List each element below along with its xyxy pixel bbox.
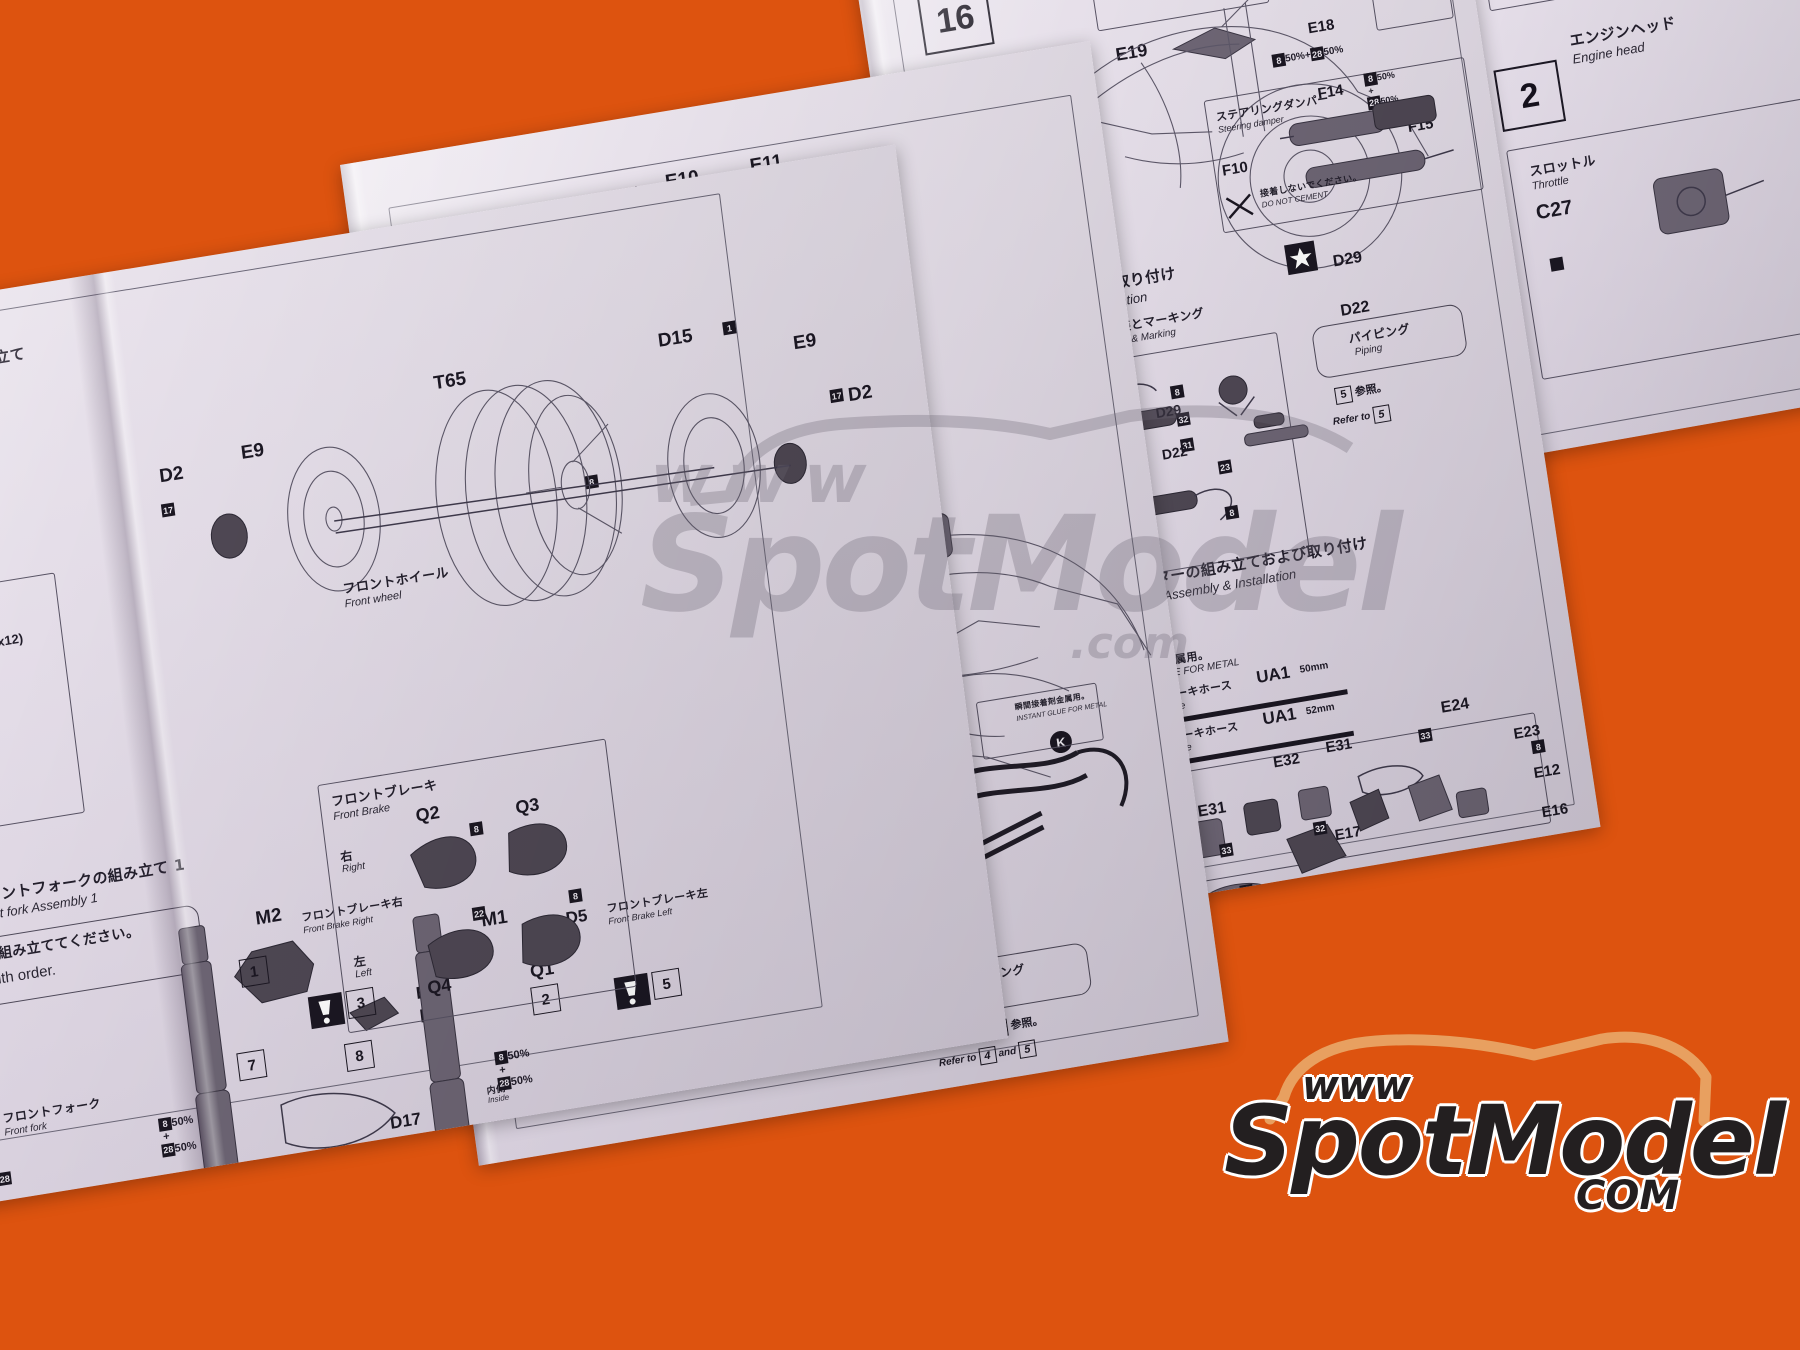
part-label-ub2-13: UB2 xyxy=(0,1221,28,1223)
caution-icon-3 xyxy=(307,991,346,1030)
chip-o-5d: 5 xyxy=(1017,1039,1037,1059)
chip-8: 8 xyxy=(494,1050,509,1066)
chip-8: 8 xyxy=(1271,52,1287,68)
chip-o-5b: 5 xyxy=(1371,404,1392,424)
order-5: 5 xyxy=(651,967,683,1000)
order-6: 6 xyxy=(519,1155,551,1188)
logo-name: SpotModel xyxy=(1224,1085,1786,1197)
logo-car-outline xyxy=(1264,1031,1712,1127)
chip-28: 28 xyxy=(161,1143,176,1159)
part-label-d2b: D2 xyxy=(846,381,874,407)
chip-1-d15: 1 xyxy=(722,320,737,336)
front-wheel-exploded-art xyxy=(186,332,836,729)
lever-art-e19b xyxy=(1166,7,1273,79)
order-8: 8 xyxy=(343,1039,376,1073)
order-9: 9 xyxy=(45,1215,77,1224)
chip-8: 8 xyxy=(1363,71,1379,87)
brake-caliper-art xyxy=(398,799,618,1010)
logo-www: www xyxy=(1302,1063,1411,1109)
part-label-d2a: D2 xyxy=(158,462,185,488)
throttle-art xyxy=(1641,146,1800,281)
step-number-2: 2 xyxy=(1493,59,1567,132)
instruction-sheet-left: フロントホイールの組み立て Front wheel Assembly D2 17… xyxy=(0,144,1008,1224)
do-not-cement-icon xyxy=(1224,190,1258,223)
star-icon xyxy=(1284,240,1319,276)
chip-o-5: 5 xyxy=(1333,384,1354,405)
chip-o-4b: 4 xyxy=(977,1045,998,1066)
chip-8-c27 xyxy=(1549,256,1565,272)
chip-33-m2: 33 xyxy=(1417,727,1433,743)
part-label-e16: E16 xyxy=(1540,800,1570,822)
chip-8: 8 xyxy=(157,1116,173,1132)
chip-8-m3: 8 xyxy=(1530,739,1546,755)
steering-damper-art xyxy=(1276,79,1468,208)
part-label-q2: Q2 xyxy=(414,802,441,826)
caution-icon-5 xyxy=(613,972,652,1011)
chip-28: 28 xyxy=(497,1076,512,1092)
chip-28-m3: 28 xyxy=(0,1171,13,1187)
logo-tld: COM xyxy=(1576,1173,1680,1219)
order-7: 7 xyxy=(236,1049,268,1082)
instruction-sheet-far-right: C1 850%+2850% 2 エンジンヘッド Engine head スロット… xyxy=(1385,0,1800,462)
spotmodel-logo: www SpotModel COM xyxy=(1120,1005,1786,1305)
chip-17-d2: 17 xyxy=(160,502,176,518)
chip-33-m1: 33 xyxy=(1218,842,1234,858)
grip-detail-art xyxy=(1195,358,1327,467)
chip-8-h1: 8 xyxy=(1169,384,1185,400)
chip-28: 28 xyxy=(1309,46,1325,62)
chip-32-m1: 32 xyxy=(1312,820,1328,836)
chip-star-m: ★ xyxy=(1239,883,1255,899)
order-1: 1 xyxy=(238,955,270,988)
chip-17-d2b: 17 xyxy=(829,388,844,404)
chip-8-h2: 8 xyxy=(1224,504,1240,520)
